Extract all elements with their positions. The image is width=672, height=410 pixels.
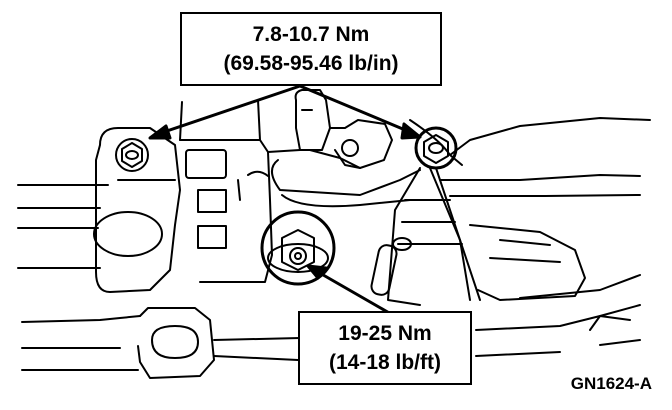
upper-right-bolt xyxy=(414,126,458,170)
figure-id-label: GN1624-A xyxy=(570,374,652,393)
lower-torque-imperial: (14-18 lb/ft) xyxy=(328,351,441,374)
frame-rails xyxy=(17,174,641,269)
main-bracket xyxy=(93,99,421,293)
upper-left-bolt xyxy=(115,138,149,172)
lower-nut-torque-callout: 19-25 Nm (14-18 lb/ft) xyxy=(298,311,472,385)
upper-bolt-torque-callout: 7.8-10.7 Nm (69.58-95.46 lb/in) xyxy=(180,12,442,86)
lower-right-casting xyxy=(469,224,641,301)
lower-torque-metric: 19-25 Nm xyxy=(338,322,432,345)
upper-casting xyxy=(294,89,651,169)
upper-torque-imperial: (69.58-95.46 lb/in) xyxy=(223,52,399,75)
linkage-arm xyxy=(370,167,481,306)
leader-arrows xyxy=(148,84,422,320)
lower-nut xyxy=(260,210,336,286)
upper-torque-metric: 7.8-10.7 Nm xyxy=(252,23,370,46)
bottom-bracket xyxy=(21,304,641,379)
